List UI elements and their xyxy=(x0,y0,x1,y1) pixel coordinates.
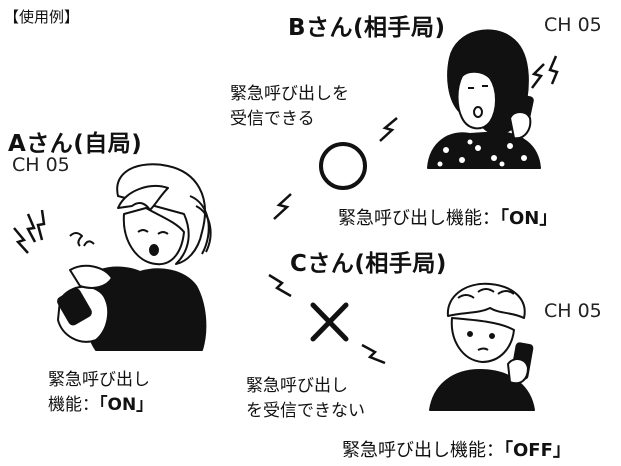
result-can-receive-line2: 受信できる xyxy=(230,109,315,129)
person-a-figure xyxy=(57,163,212,351)
person-c-title: Cさん(相手局) xyxy=(290,251,447,277)
person-b-channel: CH 05 xyxy=(544,14,602,36)
person-c-setting-prefix: 緊急呼び出し機能： xyxy=(342,440,504,461)
result-cannot-receive-line2: を受信できない xyxy=(246,401,365,421)
person-a-channel: CH 05 xyxy=(12,154,70,176)
result-can-receive-line1: 緊急呼び出しを xyxy=(230,84,349,104)
person-c-figure xyxy=(429,282,535,411)
person-c-setting: 緊急呼び出し機能：「OFF」 xyxy=(342,436,571,462)
person-a-setting-line1: 緊急呼び出し xyxy=(48,370,150,390)
person-a-setting-value: 「ON」 xyxy=(99,395,154,415)
result-cannot-receive: 緊急呼び出し を受信できない xyxy=(246,374,365,424)
person-a-setting-prefix: 機能： xyxy=(48,395,99,415)
person-b-title: Bさん(相手局) xyxy=(288,15,446,41)
person-b-figure xyxy=(427,29,541,169)
person-c-setting-value: 「OFF」 xyxy=(504,440,571,461)
person-c-channel: CH 05 xyxy=(544,300,602,322)
circle-ok-icon xyxy=(319,142,367,190)
person-b-setting-prefix: 緊急呼び出し機能： xyxy=(338,208,500,229)
person-a-title: Aさん(自局) xyxy=(8,131,143,157)
example-label: 【使用例】 xyxy=(4,8,80,26)
person-b-setting-value: 「ON」 xyxy=(500,208,558,229)
person-b-setting: 緊急呼び出し機能：「ON」 xyxy=(338,204,557,230)
result-cannot-receive-line1: 緊急呼び出し xyxy=(246,376,348,396)
person-a-setting: 緊急呼び出し 機能：「ON」 xyxy=(48,368,153,418)
cross-ng-icon xyxy=(310,302,349,342)
signal-lightning-icons xyxy=(13,55,559,365)
result-can-receive: 緊急呼び出しを 受信できる xyxy=(230,82,349,132)
